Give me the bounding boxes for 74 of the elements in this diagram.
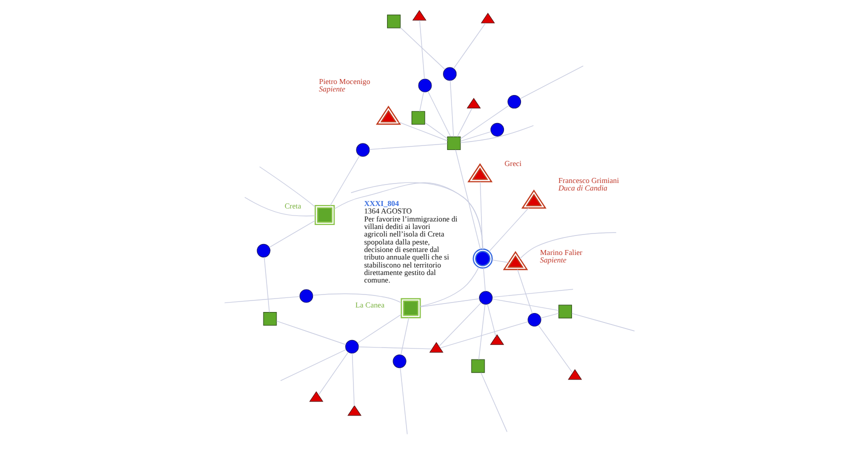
- connector: [479, 182, 482, 250]
- connector: [400, 27, 445, 70]
- connector: [456, 108, 472, 138]
- connector: [460, 125, 534, 144]
- node-circle: [256, 244, 270, 258]
- node-box: [386, 14, 400, 28]
- node-circle: [418, 78, 432, 92]
- connector: [244, 197, 315, 216]
- node-circle: [490, 122, 504, 136]
- connector: [398, 122, 448, 142]
- node-triangle: [346, 405, 362, 416]
- connector: [418, 20, 424, 80]
- connector: [492, 288, 573, 298]
- connector: [330, 155, 360, 206]
- connector: [488, 208, 528, 252]
- node-triangle: [567, 369, 582, 380]
- connector: [276, 320, 346, 345]
- node-circle: [507, 94, 521, 109]
- connector: [460, 105, 509, 140]
- node-box: [262, 312, 276, 326]
- connector: [356, 314, 402, 344]
- connector: [400, 317, 409, 356]
- node-box: [558, 304, 572, 318]
- node-box: [411, 111, 425, 125]
- connector: [399, 368, 408, 435]
- node-circle: [299, 289, 313, 303]
- node-triangle: [480, 12, 494, 24]
- node-box: [400, 298, 420, 318]
- connector: [538, 324, 572, 374]
- connector: [419, 298, 480, 308]
- connector: [491, 298, 558, 311]
- connector: [454, 150, 480, 250]
- connector: [280, 349, 346, 382]
- node-circle: [392, 354, 406, 368]
- connector: [418, 92, 424, 112]
- connector: [519, 232, 616, 260]
- node-circle: [478, 291, 492, 305]
- connector: [452, 22, 486, 69]
- connector: [486, 304, 496, 337]
- node-triangle: [428, 342, 443, 353]
- connector: [427, 91, 450, 137]
- node-triangle: [308, 391, 323, 402]
- connector: [519, 66, 584, 100]
- node-circle: [527, 312, 541, 327]
- connector: [258, 166, 316, 208]
- connector: [263, 256, 270, 313]
- connector: [439, 321, 528, 348]
- connector: [478, 304, 485, 360]
- connector: [368, 143, 448, 150]
- node-box: [470, 359, 484, 373]
- node-circle: [344, 340, 358, 354]
- connector: [420, 266, 479, 307]
- connector: [449, 80, 454, 138]
- connector: [480, 372, 507, 432]
- node-triangle: [490, 334, 504, 345]
- connector: [224, 296, 300, 304]
- connector: [318, 352, 348, 396]
- node-triangle: [466, 98, 480, 108]
- connector: [540, 312, 559, 318]
- connector: [438, 302, 482, 347]
- connector: [516, 269, 532, 314]
- connector: [312, 293, 402, 304]
- connector: [268, 220, 316, 248]
- connector: [482, 268, 486, 292]
- node-box: [446, 136, 460, 150]
- connector: [351, 352, 354, 406]
- connector: [358, 346, 432, 350]
- node-circle: [356, 143, 370, 157]
- connector: [460, 131, 491, 142]
- node-triangle: [412, 10, 426, 21]
- node-circle: [442, 67, 456, 81]
- connector: [571, 313, 634, 332]
- connector: [491, 260, 508, 263]
- connector: [424, 122, 448, 139]
